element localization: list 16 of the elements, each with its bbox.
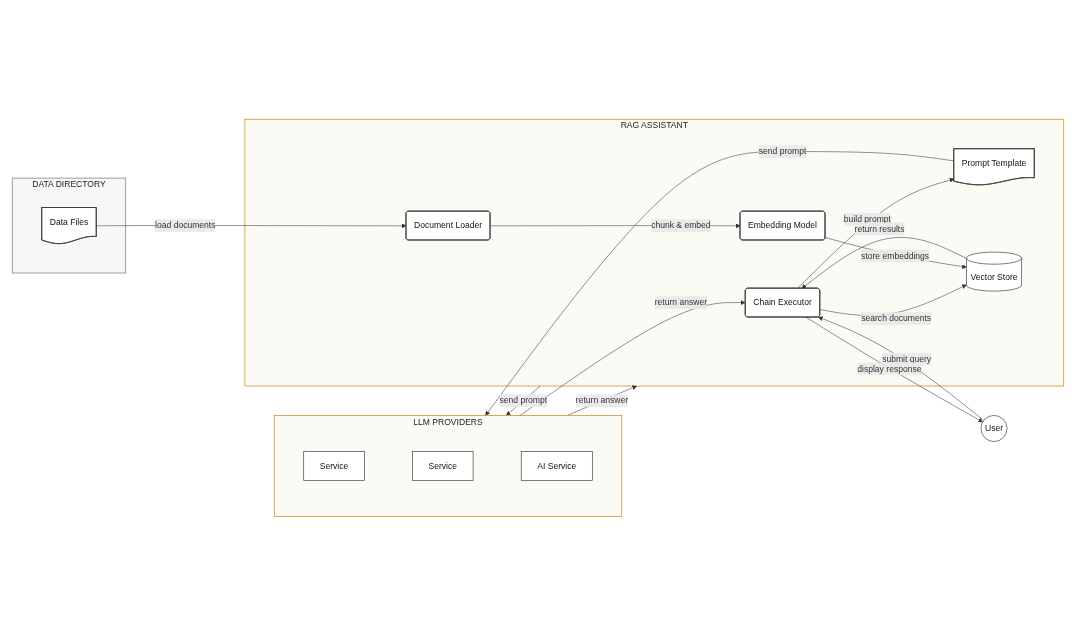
node-box: Service [302,451,365,481]
node-circle: User [980,415,1007,442]
edge-label: search documents [860,313,931,323]
node-box: Service [411,451,473,481]
edge-label: return answer [575,396,628,406]
edge-label: send prompt [758,146,806,156]
edge-label: send prompt [498,396,547,406]
edge-label: return results [854,224,904,234]
edge-label: display response [856,364,921,374]
edge-label: submit query [881,354,931,364]
node-box: AI Service [520,451,593,481]
edge-label: chunk & embed [650,220,711,230]
edge-label: build prompt [843,214,891,224]
edge-label: store embeddings [860,251,929,261]
edge-label: return answer [654,297,707,307]
edge-label: load documents [154,220,215,230]
